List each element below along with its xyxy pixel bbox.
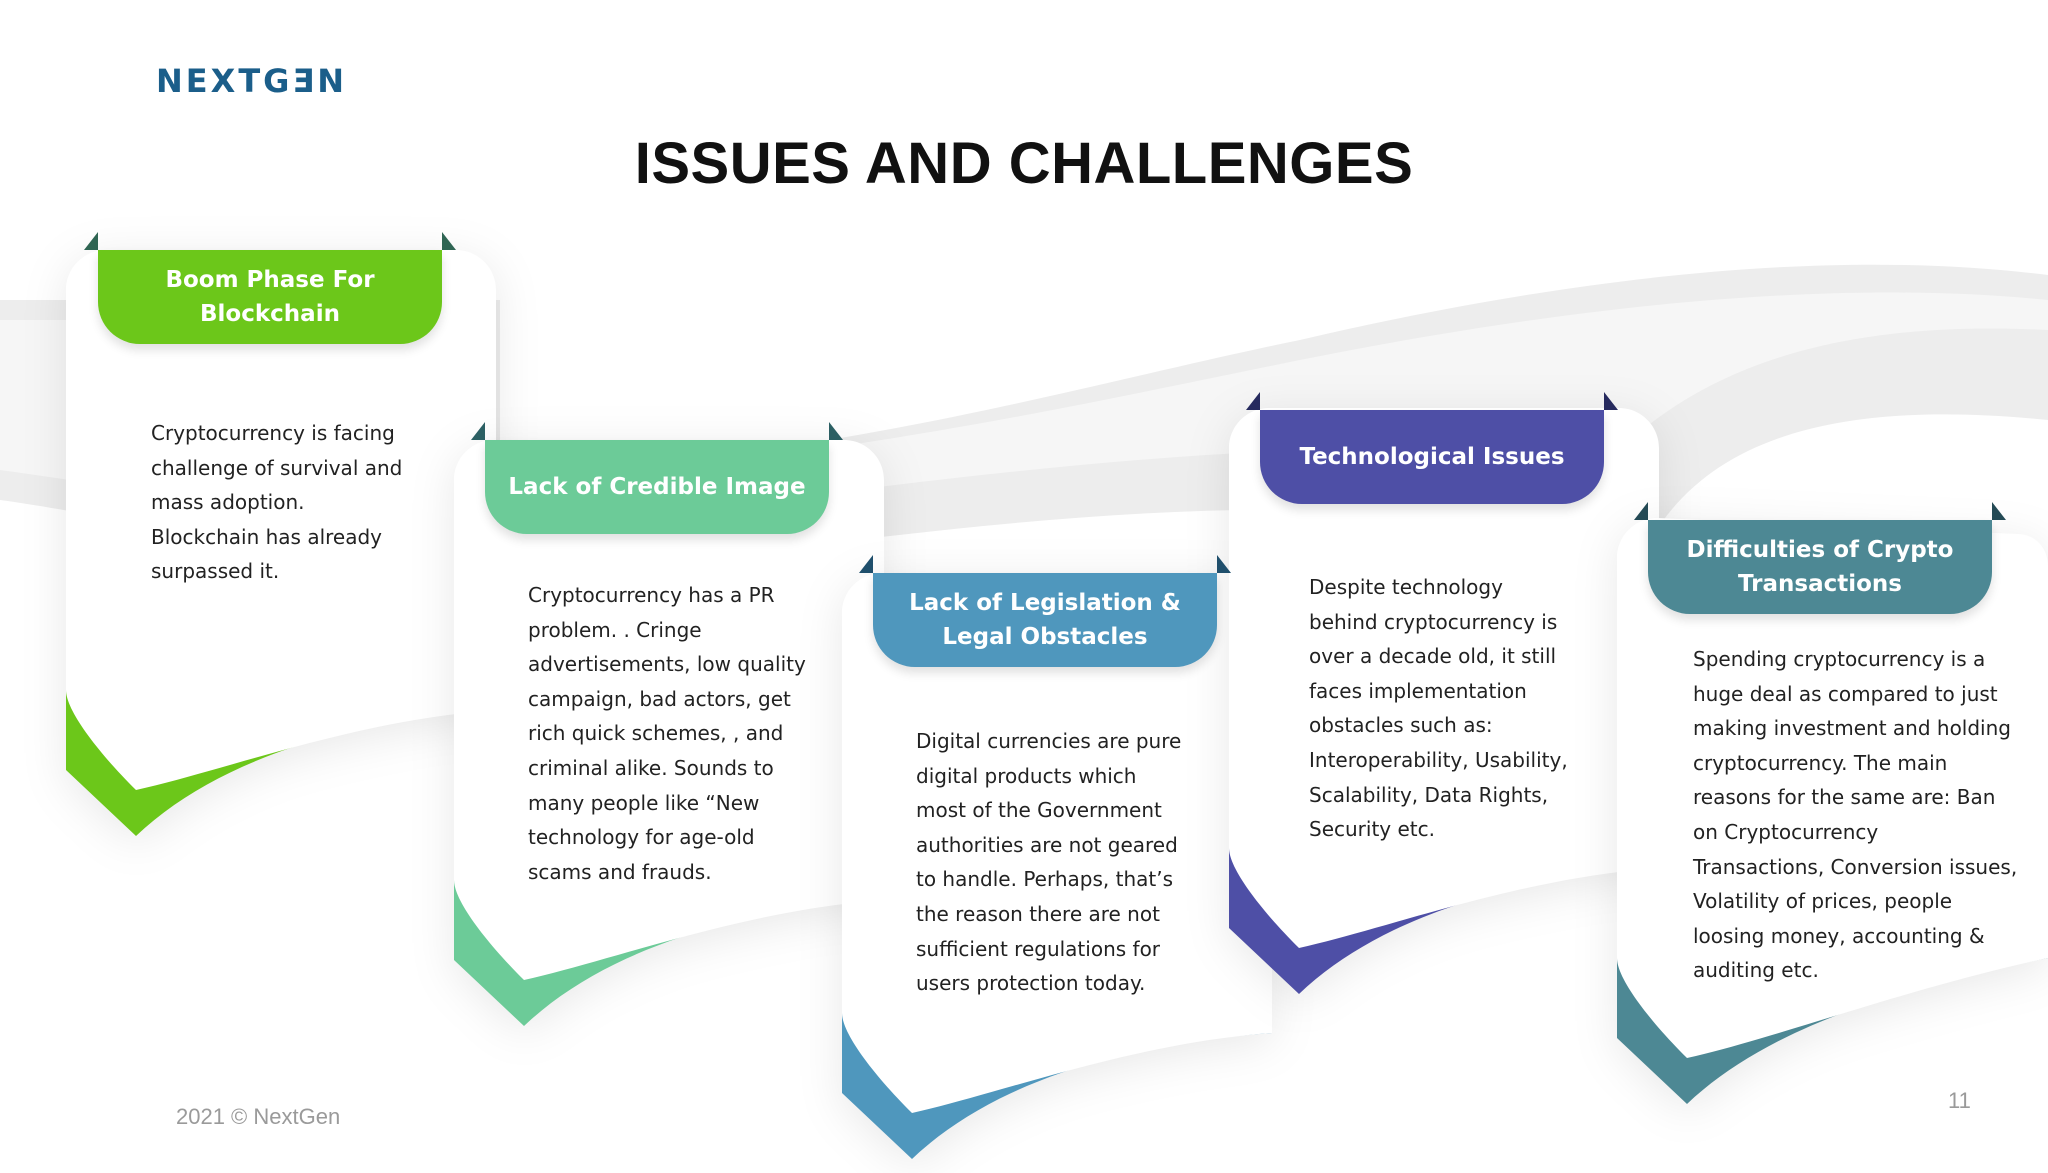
card-heading-label: Boom Phase For Blockchain — [165, 267, 375, 327]
ribbon-fold-left — [471, 422, 485, 440]
card-heading-label: Difficulties of Crypto Transactions — [1686, 537, 1954, 597]
card-panel — [1617, 518, 2048, 1058]
footer-copyright: 2021 © NextGen — [176, 1104, 341, 1129]
ribbon-fold-left — [1246, 392, 1260, 410]
card-shape — [1617, 518, 2048, 1104]
card-body-boom-phase: Cryptocurrency is facing challenge of su… — [151, 421, 403, 584]
card-body-credible-image: Cryptocurrency has a PR problem. . Cring… — [528, 583, 806, 884]
ribbon-fold-left — [1634, 502, 1648, 520]
card-heading-label: Technological Issues — [1299, 444, 1565, 470]
card-panel — [66, 250, 496, 790]
card-body-technological: Despite technology behind cryptocurrency… — [1309, 575, 1568, 842]
card-heading-legislation: Lack of Legislation & Legal Obstacles — [859, 555, 1231, 667]
card-heading-label: Lack of Legislation & Legal Obstacles — [909, 590, 1181, 650]
card-body-legislation: Digital currencies are pure digital prod… — [916, 729, 1182, 996]
page-number: 11 — [1948, 1088, 1971, 1113]
ribbon-fold-right — [442, 232, 456, 250]
card-shape — [454, 440, 884, 1026]
card-panel — [454, 440, 884, 980]
ribbon-fold-right — [1217, 555, 1231, 573]
ribbon-fold-left — [84, 232, 98, 250]
card-heading-transactions: Difficulties of Crypto Transactions — [1634, 502, 2006, 614]
card-shape — [1229, 408, 1659, 994]
card-heading-technological: Technological Issues — [1246, 392, 1618, 504]
card-panel — [1229, 408, 1659, 948]
ribbon-fold-right — [1992, 502, 2006, 520]
card-body-transactions: Spending cryptocurrency is a huge deal a… — [1693, 647, 2018, 983]
card-transactions — [1617, 518, 2048, 1118]
card-heading-credible-image: Lack of Credible Image — [471, 422, 843, 534]
card-legislation — [842, 573, 1272, 1173]
ribbon-fold-right — [1604, 392, 1618, 410]
ribbon-fold-right — [829, 422, 843, 440]
card-shape — [842, 573, 1272, 1159]
card-heading-label: Lack of Credible Image — [508, 474, 806, 500]
card-heading-boom-phase: Boom Phase For Blockchain — [84, 232, 456, 344]
nextgen-logo: NEXTGƎN — [156, 62, 348, 100]
page-title: ISSUES AND CHALLENGES — [634, 131, 1414, 196]
card-credible-image — [454, 440, 884, 1040]
ribbon-fold-left — [859, 555, 873, 573]
card-panel — [842, 573, 1272, 1113]
card-shape — [66, 250, 496, 836]
card-technological — [1229, 408, 1659, 1008]
card-boom-phase — [66, 250, 496, 850]
